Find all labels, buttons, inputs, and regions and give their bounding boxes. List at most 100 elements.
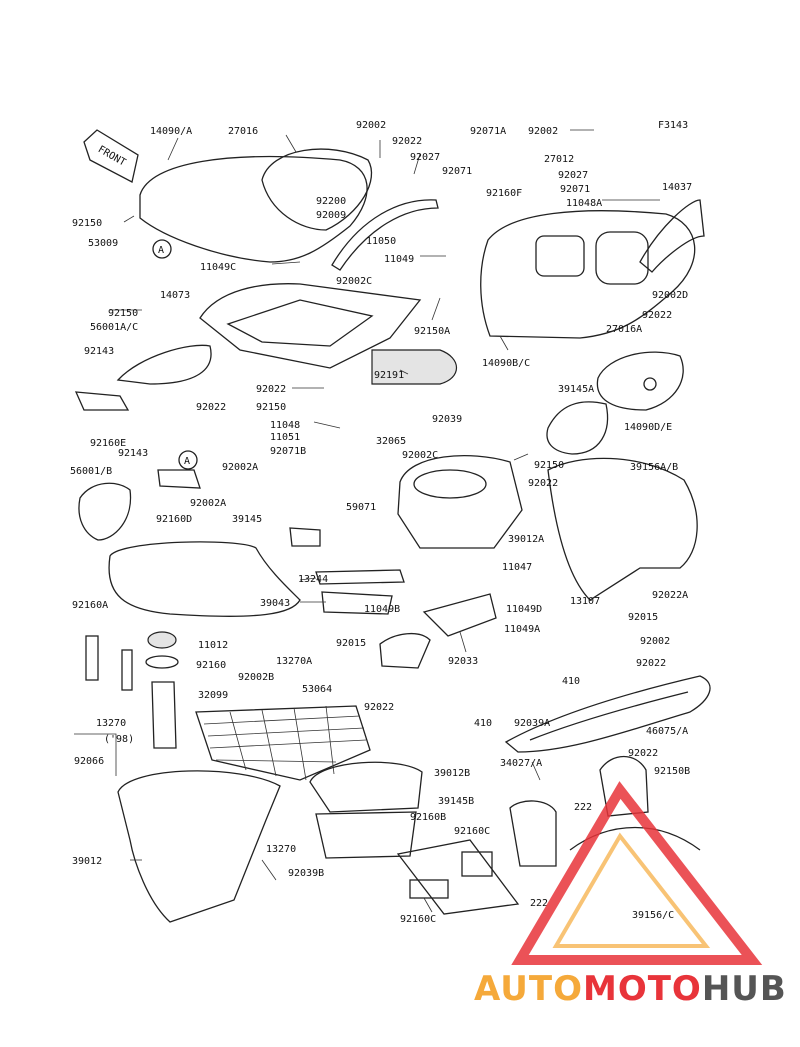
part-label: 11047 [502, 562, 532, 573]
watermark-hub: HUB [702, 969, 787, 1009]
part-label: 92039 [432, 414, 462, 425]
part-label: 92143 [118, 448, 148, 459]
watermark-auto: AUTO [474, 969, 583, 1009]
part-label: 92150 [534, 460, 564, 471]
part-label: 13270 [96, 718, 126, 729]
part-label: 14037 [662, 182, 692, 193]
small-seal [546, 401, 609, 455]
watermark-text: AUTOMOTOHUB [474, 969, 787, 1009]
strap-13270 [121, 649, 133, 691]
part-label: 92071B [270, 446, 306, 457]
part-label: 92015 [628, 612, 658, 623]
part-label: 222 [574, 802, 592, 813]
part-label: 92009 [316, 210, 346, 221]
part-label: 92160F [486, 188, 522, 199]
part-label: 11051 [270, 432, 300, 443]
part-label: 11012 [198, 640, 228, 651]
part-label: 11050 [366, 236, 396, 247]
side-trim [639, 199, 705, 273]
filler-neck [151, 681, 177, 749]
part-label: 92022 [196, 402, 226, 413]
part-label: 14073 [160, 290, 190, 301]
part-label: 39145 [232, 514, 262, 525]
part-label: 92033 [448, 656, 478, 667]
part-label: 92160C [454, 826, 490, 837]
part-label: 92002D [652, 290, 688, 301]
storage-tub [117, 770, 281, 923]
front-hatch-cover [139, 155, 368, 263]
intake-hose [371, 349, 457, 385]
part-label: 14090/A [150, 126, 192, 137]
part-label: F3143 [658, 120, 688, 131]
part-label: 34027/A [500, 758, 542, 769]
part-label: 92039B [288, 868, 324, 879]
callout-a-2: A [178, 450, 198, 470]
part-label: 92002 [640, 636, 670, 647]
part-label: 13270A [276, 656, 312, 667]
pad-92160c-lower [409, 879, 449, 899]
part-label: 39012A [508, 534, 544, 545]
part-label: 92160E [90, 438, 126, 449]
part-label: 53009 [88, 238, 118, 249]
grab-handle [504, 675, 711, 753]
svg-text:A: A [184, 456, 190, 467]
small-cover [596, 351, 684, 411]
part-label: 92002 [528, 126, 558, 137]
part-label: 92002A [190, 498, 226, 509]
part-label: ('98) [104, 734, 134, 745]
part-label: 92066 [74, 756, 104, 767]
part-label: 92015 [336, 638, 366, 649]
bracket-plate [422, 593, 497, 637]
part-label: 11049D [506, 604, 542, 615]
part-label: 92150B [654, 766, 690, 777]
handle-bar [331, 199, 439, 271]
storage-box [397, 454, 523, 549]
part-label: 27016 [228, 126, 258, 137]
part-label: 53064 [302, 684, 332, 695]
part-label: 92143 [84, 346, 114, 357]
part-label: 92160 [196, 660, 226, 671]
storage-tray [199, 283, 422, 369]
part-label: 92022 [256, 384, 286, 395]
part-label: 92002B [238, 672, 274, 683]
part-label: 92071A [470, 126, 506, 137]
part-label: 92150 [72, 218, 102, 229]
part-label: 39156A/B [630, 462, 678, 473]
part-label: 56001A/C [90, 322, 138, 333]
part-label: 92027 [410, 152, 440, 163]
part-label: 46075/A [646, 726, 688, 737]
rear-fender [547, 457, 698, 601]
part-label: 92002 [356, 120, 386, 131]
part-label: 92160D [156, 514, 192, 525]
pad-92160b [396, 839, 520, 915]
part-label: 92002A [222, 462, 258, 473]
pad-92160c-upper [461, 851, 493, 877]
part-label: 39145A [558, 384, 594, 395]
part-label: 92022A [652, 590, 688, 601]
bracket-34027 [509, 800, 557, 867]
part-label: 92022 [636, 658, 666, 669]
part-label: 59071 [346, 502, 376, 513]
part-label: 13270 [266, 844, 296, 855]
plate-92160a [85, 635, 99, 681]
part-label: 92002C [336, 276, 372, 287]
part-label: 11049C [200, 262, 236, 273]
part-label: 92022 [628, 748, 658, 759]
part-label: 92022 [364, 702, 394, 713]
mirror-right [78, 482, 132, 541]
part-labels: 14090/A 27016 92002 92022 92071A 92002 F… [70, 120, 692, 925]
part-label: 92160C [400, 914, 436, 925]
leader-lines [74, 129, 660, 913]
part-label: 92002C [402, 450, 438, 461]
part-label: 32065 [376, 436, 406, 447]
svg-text:A: A [158, 245, 164, 256]
cargo-net [195, 705, 371, 781]
watermark: AUTOMOTOHUB [474, 781, 787, 1009]
part-label: 39012 [72, 856, 102, 867]
part-label: 56001/B [70, 466, 112, 477]
part-label: 92160A [72, 600, 108, 611]
callout-a-1: A [152, 239, 172, 259]
part-label: 410 [562, 676, 580, 687]
part-label: 27016A [606, 324, 642, 335]
part-label: 92160B [410, 812, 446, 823]
